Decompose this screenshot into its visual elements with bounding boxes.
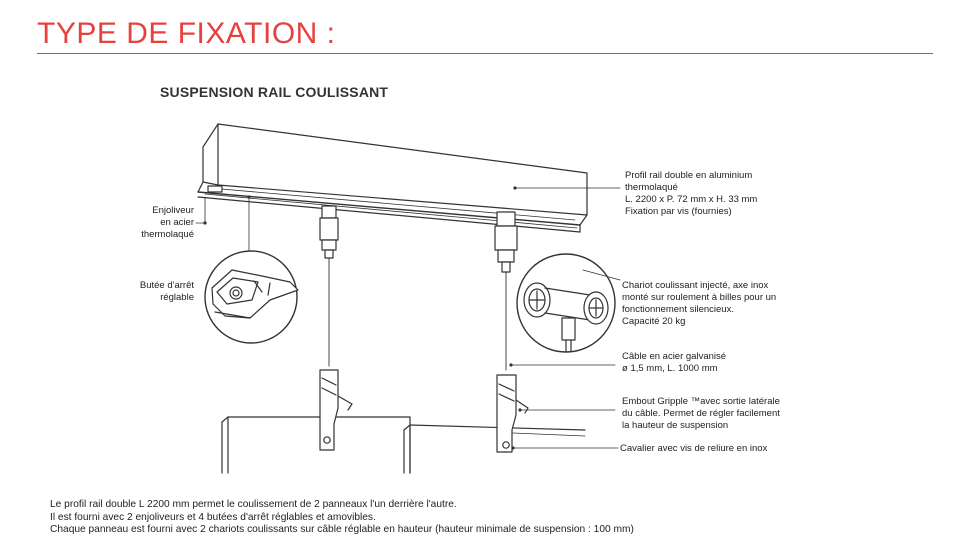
label-profil-rail: Profil rail double en aluminium thermola… [625,170,758,217]
label-cavalier: Cavalier avec vis de reliure en inox [620,443,768,454]
diagram-subtitle: SUSPENSION RAIL COULISSANT [160,84,389,100]
description-text: Le profil rail double L 2200 mm permet l… [50,499,634,535]
page-title: TYPE DE FIXATION : [37,17,336,50]
left-trolley-assembly [319,205,353,451]
back-panel [221,416,411,474]
chariot-detail [516,253,616,353]
front-panel [403,424,586,474]
label-chariot: Chariot coulissant injecté, axe inox mon… [622,280,777,327]
butee-detail [204,250,299,344]
right-trolley-assembly [494,211,529,453]
label-cable: Câble en acier galvanisé ø 1,5 mm, L. 10… [622,351,727,374]
leader-lines [195,187,621,449]
label-enjoliveur: Enjoliveur en acier thermolaqué [141,205,194,240]
label-embout: Embout Gripple ™avec sortie latérale du … [622,396,780,431]
leader-cavalier [512,432,586,437]
leader-enjoliveur [195,196,206,224]
leader-chariot [582,269,621,281]
rail-profile [197,123,588,233]
title-underline [37,53,933,54]
label-butee: Butée d'arrêt réglable [139,280,194,303]
